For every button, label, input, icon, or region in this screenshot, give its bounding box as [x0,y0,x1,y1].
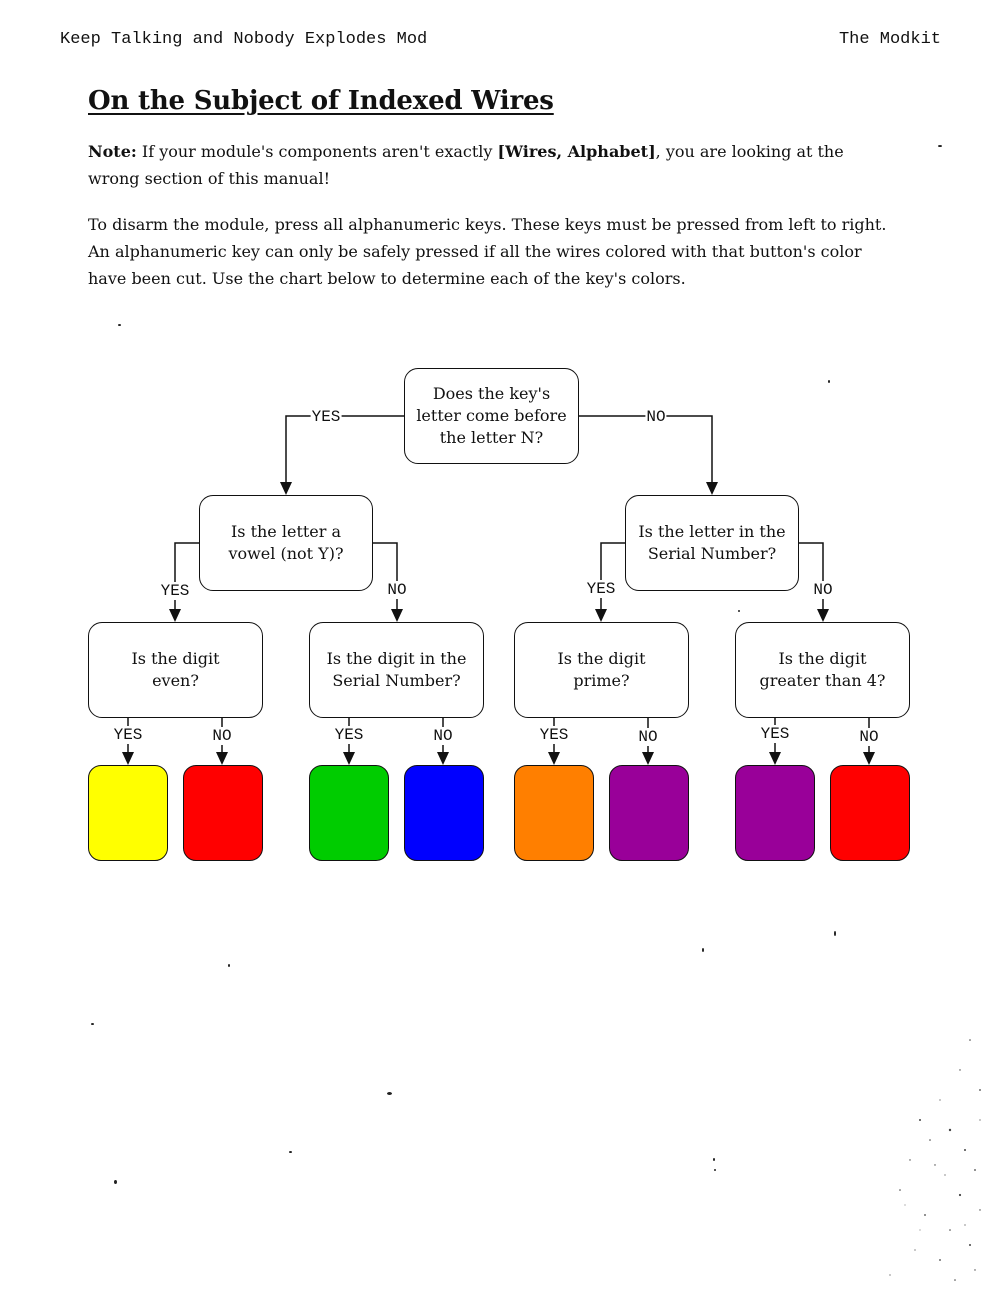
paper-speck [118,324,121,326]
connector-vowel-no [373,542,398,611]
label-root-no: NO [645,408,667,426]
instructions-paragraph: To disarm the module, press all alphanum… [88,215,887,288]
label-even-yes: YES [112,726,144,744]
arrowhead-serial-no [817,609,829,622]
header-mod-title: Keep Talking and Nobody Explodes Mod [60,30,428,49]
outcome-swatch-purple-2 [735,765,815,861]
arrowhead-greater-no [863,752,875,765]
label-greater-yes: YES [759,725,791,743]
arrowhead-vowel-no [391,609,403,622]
label-even-no: NO [211,727,233,745]
paper-speck [387,1092,392,1095]
label-greater-no: NO [858,728,880,746]
note-paragraph: Note: If your module's components aren't… [88,138,888,192]
outcome-swatch-green [309,765,389,861]
label-prime-yes: YES [538,726,570,744]
paper-speck [938,145,942,147]
paper-speck [828,380,830,383]
decision-letter-in-serial: Is the letter in the Serial Number? [625,495,799,591]
label-vowel-no: NO [386,581,408,599]
arrowhead-digitserial-no [437,752,449,765]
label-prime-no: NO [637,728,659,746]
decision-root: Does the key's letter come before the le… [404,368,579,464]
page-title: On the Subject of Indexed Wires [88,86,554,116]
arrowhead-prime-yes [548,752,560,765]
arrowhead-prime-no [642,752,654,765]
decision-digit-in-serial: Is the digit in the Serial Number? [309,622,484,718]
arrowhead-even-yes [122,752,134,765]
decision-digit-greater-than-4: Is the digit greater than 4? [735,622,910,718]
paper-speck [714,1169,716,1171]
note-components: [Wires, Alphabet] [497,142,656,161]
label-digitserial-yes: YES [333,726,365,744]
label-serial-no: NO [812,581,834,599]
arrowhead-vowel-yes [169,609,181,622]
connector-vowel-yes [174,542,199,611]
arrowhead-serial-yes [595,609,607,622]
connector-serial-yes [600,542,625,611]
outcome-swatch-blue [404,765,484,861]
outcome-swatch-red-2 [830,765,910,861]
paper-speck [738,610,740,612]
outcome-swatch-purple [609,765,689,861]
paper-speck [834,931,836,936]
label-digitserial-no: NO [432,727,454,745]
connector-root-no [579,415,713,484]
arrowhead-even-no [216,752,228,765]
note-text-after: , you are looking at the wrong section o… [88,142,844,188]
paper-speck [114,1180,117,1184]
page-header: Keep Talking and Nobody Explodes Mod The… [60,30,941,54]
connector-serial-no [799,542,824,611]
outcome-swatch-red [183,765,263,861]
paper-stain-texture [889,1039,981,1281]
note-text-before: If your module's components aren't exact… [136,142,498,161]
arrowhead-root-yes [280,482,292,495]
arrowhead-root-no [706,482,718,495]
paper-speck [702,948,704,952]
paper-speck [289,1151,292,1153]
connector-root-yes [285,415,404,484]
paper-speck [713,1158,715,1161]
decision-digit-even: Is the digit even? [88,622,263,718]
outcome-swatch-yellow [88,765,168,861]
header-modkit-label: The Modkit [838,30,941,49]
decision-digit-prime: Is the digit prime? [514,622,689,718]
paper-speck [91,1023,94,1025]
label-root-yes: YES [310,408,342,426]
arrowhead-greater-yes [769,752,781,765]
note-label: Note: [88,142,137,161]
arrowhead-digitserial-yes [343,752,355,765]
label-vowel-yes: YES [159,582,191,600]
paper-speck [228,964,230,967]
label-serial-yes: YES [585,580,617,598]
outcome-swatch-orange [514,765,594,861]
decision-vowel: Is the letter a vowel (not Y)? [199,495,373,591]
